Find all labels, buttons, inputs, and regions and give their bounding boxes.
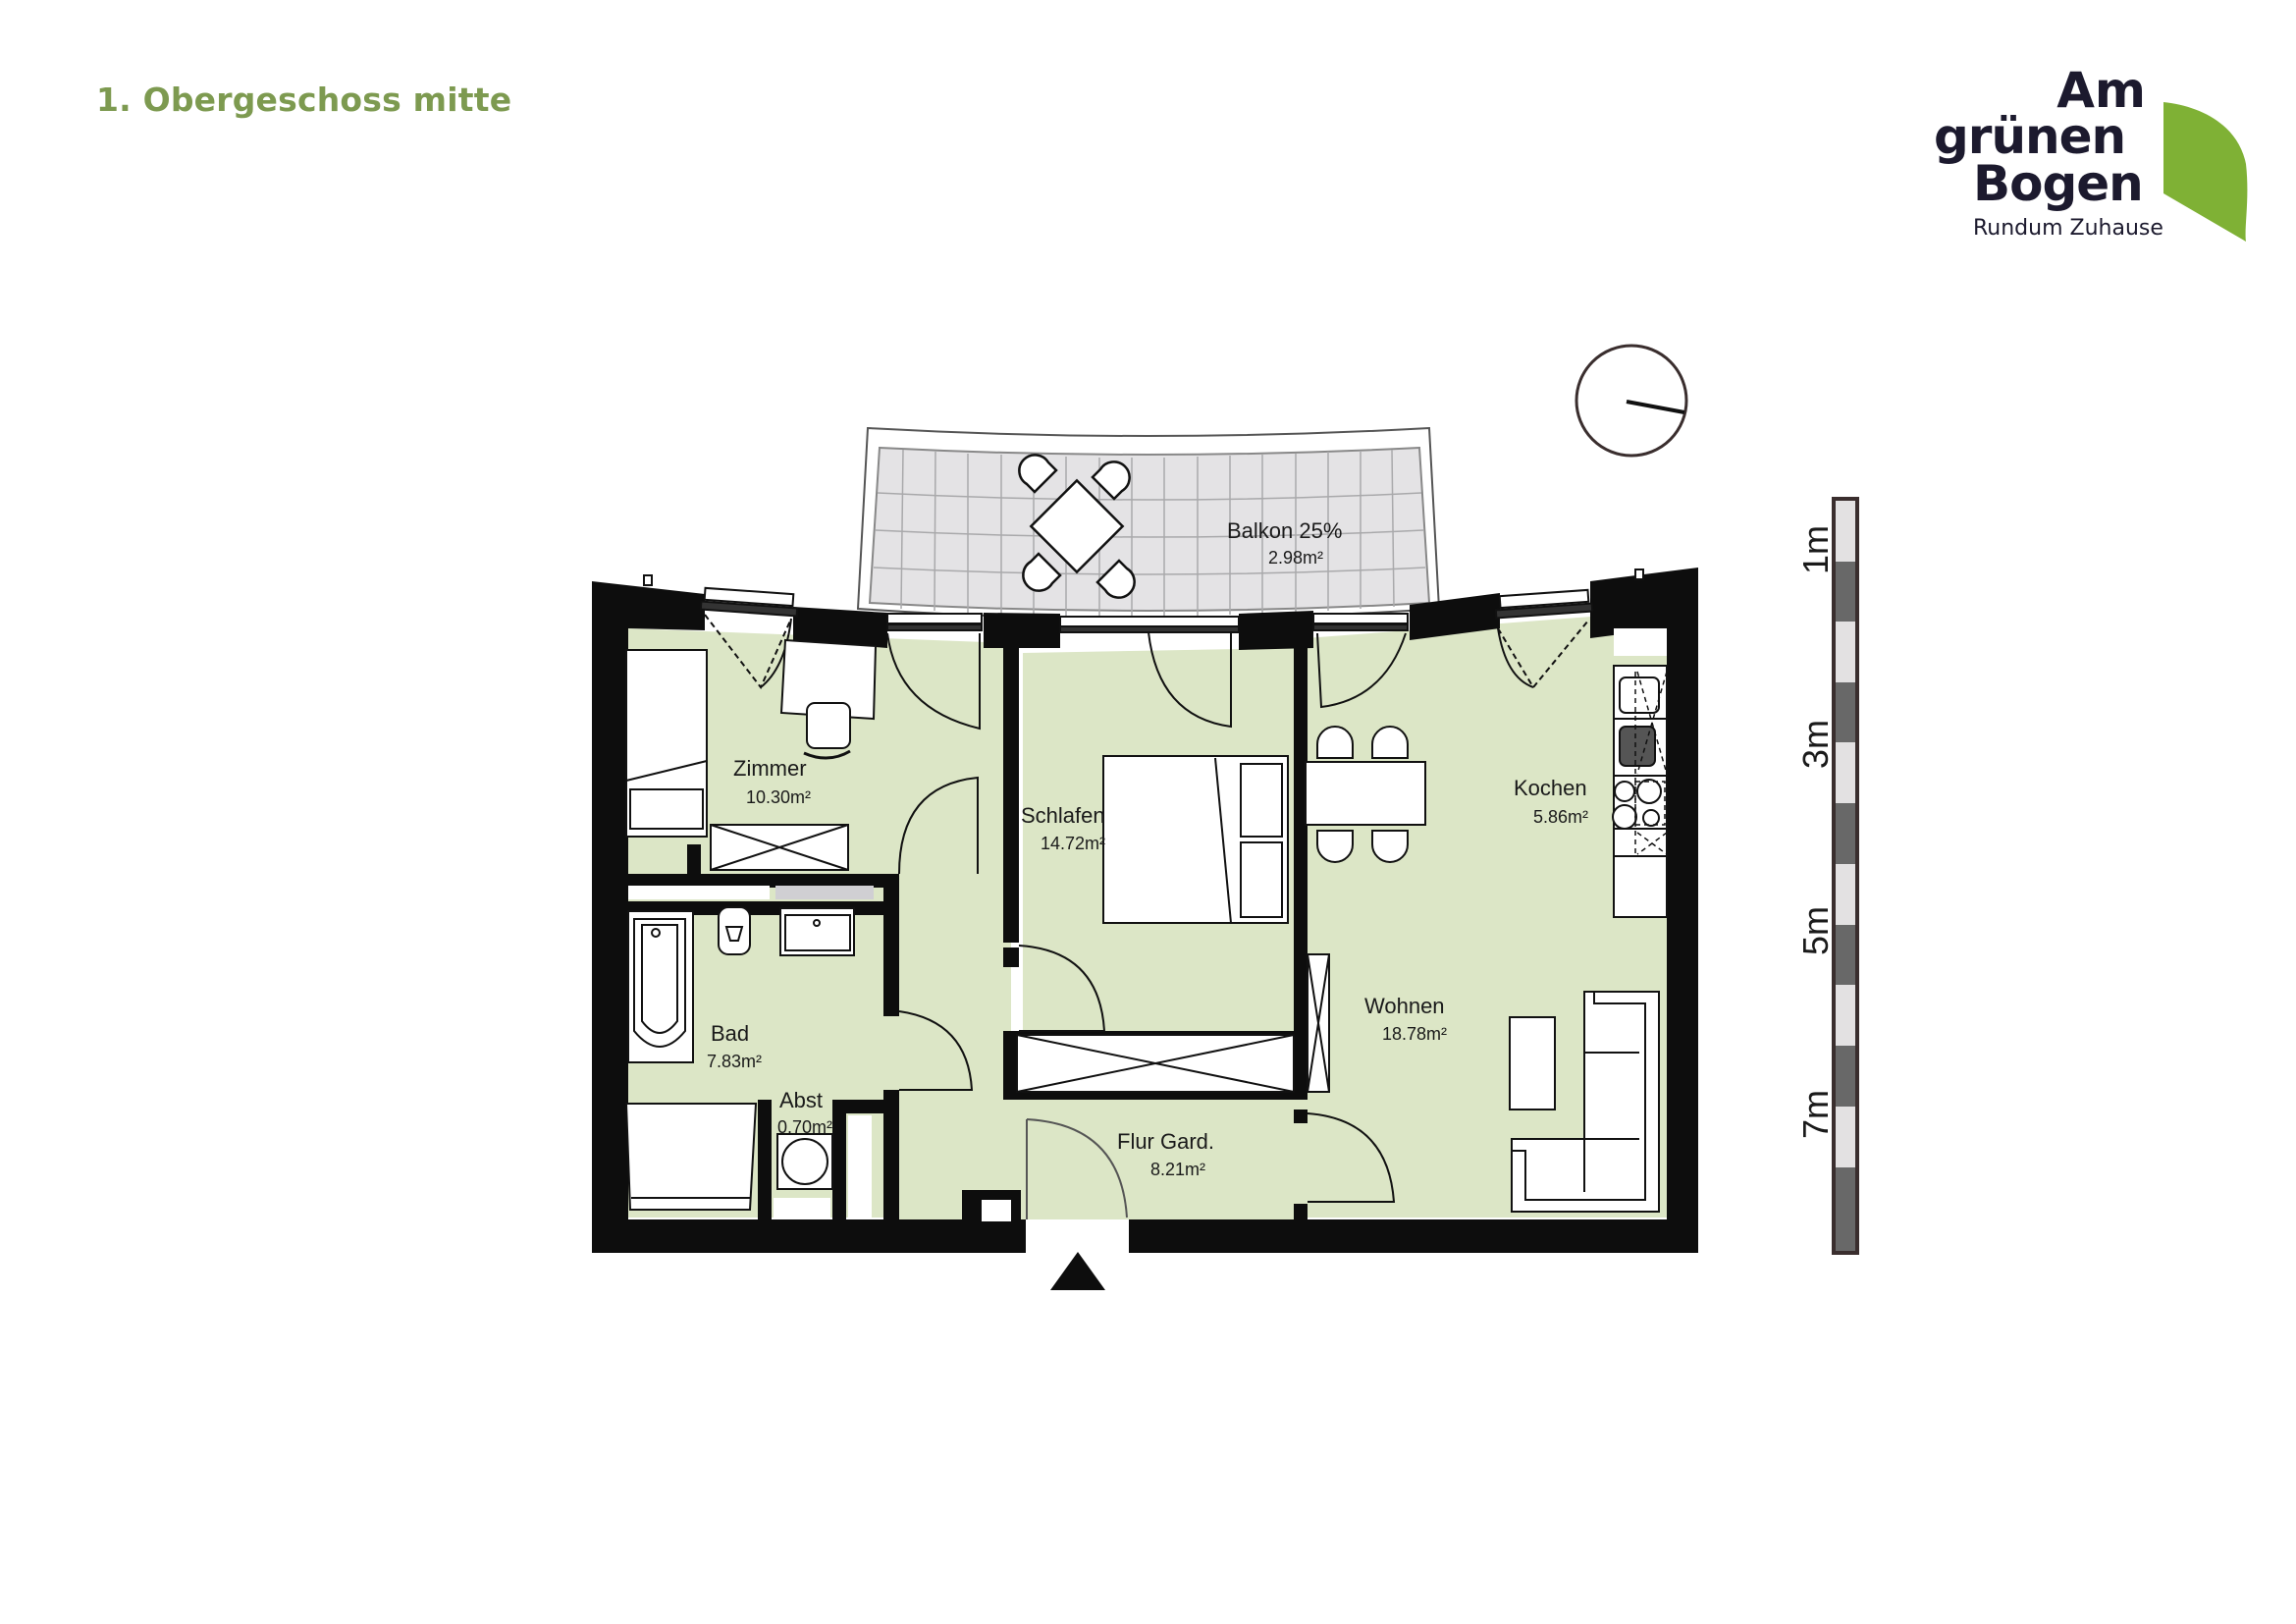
room-area-zimmer: 10.30m² [746, 787, 811, 807]
room-area-kochen: 5.86m² [1533, 807, 1588, 827]
room-label-balkon: Balkon 25% [1227, 518, 1342, 543]
logo-line-bogen: Bogen [1973, 155, 2144, 212]
room-label-zimmer: Zimmer [733, 756, 807, 781]
room-area-flur: 8.21m² [1150, 1160, 1205, 1179]
logo-line-am: Am [2056, 62, 2146, 119]
door-swings [704, 614, 1589, 1219]
room-label-abst: Abst [779, 1088, 823, 1112]
wall-voids [628, 628, 1667, 1221]
logo-tagline: Rundum Zuhause [1973, 216, 2163, 241]
room-area-schlafen: 14.72m² [1041, 834, 1105, 853]
balcony: Balkon 25% 2.98m² [856, 426, 1441, 620]
compass-icon [1575, 344, 1688, 458]
entrance-triangle-icon [1050, 1252, 1105, 1290]
room-labels: Zimmer 10.30m² Schlafen 14.72m² Kochen 5… [707, 756, 1588, 1179]
logo-line-gruenen: grünen [1934, 108, 2126, 165]
room-label-kochen: Kochen [1514, 776, 1587, 800]
room-area-wohnen: 18.78m² [1382, 1024, 1447, 1044]
room-label-schlafen: Schlafen [1021, 803, 1105, 828]
room-area-abst: 0.70m² [777, 1117, 832, 1137]
scale-label-7m: 7m [1795, 1090, 1836, 1139]
windows [643, 568, 1644, 633]
room-area-bad: 7.83m² [707, 1052, 762, 1071]
scale-label-3m: 3m [1795, 720, 1836, 769]
room-label-wohnen: Wohnen [1364, 994, 1445, 1018]
leaf-icon [2163, 102, 2248, 242]
scale-label-5m: 5m [1795, 906, 1836, 955]
scale-bar: 1m 3m 5m 7m [1795, 497, 1859, 1255]
furniture [624, 638, 1668, 1213]
floor-title: 1. Obergeschoss mitte [96, 81, 512, 119]
scale-label-1m: 1m [1795, 525, 1836, 574]
room-label-flur: Flur Gard. [1117, 1129, 1214, 1154]
kitchen-appliance-outlines [1634, 671, 1668, 855]
brand-logo: Am grünen Bogen Rundum Zuhause [1934, 61, 2258, 257]
room-label-bad: Bad [711, 1021, 749, 1046]
room-area-balkon: 2.98m² [1268, 548, 1323, 568]
